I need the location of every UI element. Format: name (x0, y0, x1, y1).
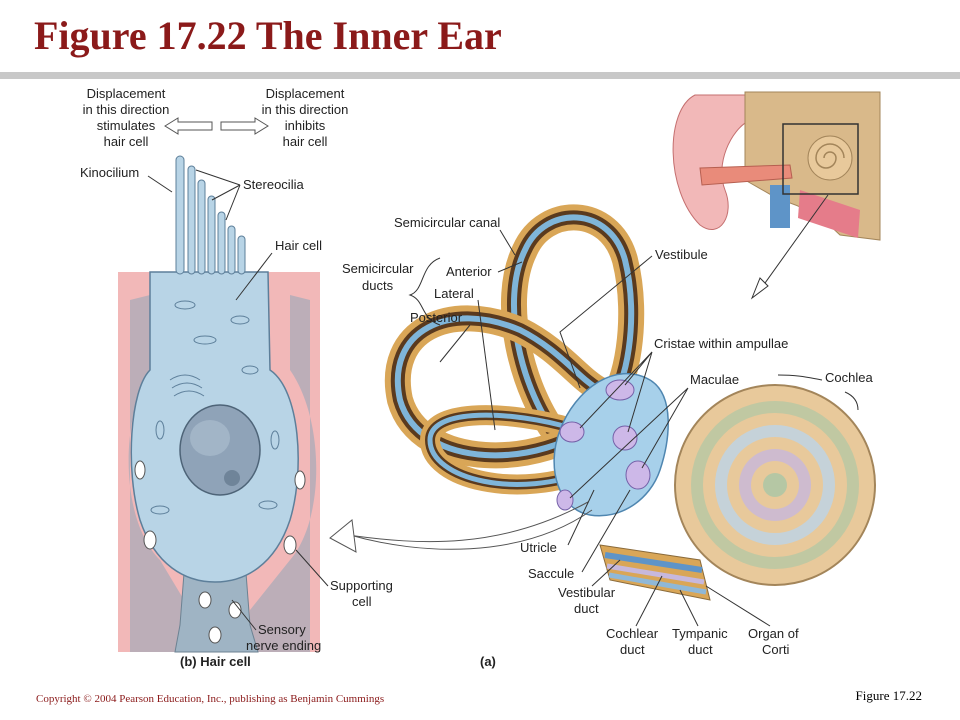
hair-cell-callout-arrowhead (329, 519, 357, 553)
cochlea-brace (777, 374, 859, 411)
hair-cell-caption: (b) Hair cell (180, 654, 251, 669)
maculae-leader (569, 387, 689, 499)
nucleus-highlight (190, 420, 230, 456)
supporting-cell-label-line1: Supporting (330, 578, 393, 593)
posterior-leader (439, 324, 471, 363)
vestibule-label: Vestibule (655, 247, 708, 262)
cochlear-duct-leader (635, 575, 663, 627)
saccule-leader (581, 489, 631, 573)
hair-cell-leader (235, 252, 273, 301)
macula-utricle (556, 489, 574, 511)
semicircular-ducts-brace (408, 257, 441, 326)
tympanic-duct-label-line2: duct (688, 642, 713, 657)
sensory-nerve-label-line1: Sensory (258, 622, 306, 637)
organ-corti-label-line2: Corti (762, 642, 790, 657)
cochlear-duct-label-line1: Cochlear (606, 626, 659, 641)
supporting-cell-mitochondria (134, 460, 306, 644)
copyright-notice: Copyright © 2004 Pearson Education, Inc.… (36, 693, 385, 705)
inhibit-direction-arrow (220, 117, 269, 135)
cristae-label: Cristae within ampullae (654, 336, 788, 351)
hair-cell-organelles (150, 300, 280, 515)
stimulates-label-line4: hair cell (104, 134, 149, 149)
kinocilium (175, 155, 185, 275)
lateral-label: Lateral (434, 286, 474, 301)
sensory-nerve-label-line2: nerve ending (246, 638, 321, 653)
inset-highlight-box (782, 123, 859, 195)
inset-cochlea (807, 135, 853, 181)
inhibits-label-line3: inhibits (285, 118, 326, 133)
organ-corti-leader (705, 585, 771, 627)
supporting-cell-region (128, 295, 317, 652)
tympanic-duct-leader (679, 589, 699, 627)
kinocilium-label: Kinocilium (80, 165, 139, 180)
tympanic-duct-label-line1: Tympanic (672, 626, 728, 641)
vestibule-leader (559, 255, 653, 389)
hair-cell-callout-curve-inner (347, 501, 589, 543)
organ-corti-label-line1: Organ of (748, 626, 799, 641)
semicircular-canals (385, 204, 645, 495)
semicircular-canal-leader (499, 229, 516, 256)
cochlea-label: Cochlea (825, 370, 873, 385)
semicircular-canal-label: Semicircular canal (394, 215, 500, 230)
hair-cell-callout-curve (349, 509, 593, 550)
stereocilia-label: Stereocilia (243, 177, 304, 192)
inner-ear-caption: (a) (480, 654, 496, 669)
cochlear-duct-channel (606, 563, 705, 585)
inset-pointer-arrowhead (750, 277, 769, 300)
lateral-leader (477, 299, 496, 431)
slide-title: Figure 17.22 The Inner Ear (34, 13, 502, 58)
utricle-leader (567, 489, 595, 546)
cristae-leader (579, 351, 653, 433)
hair-cell-illustration (118, 117, 320, 653)
ear-inset (672, 91, 881, 300)
cochlear-duct-label-line2: duct (620, 642, 645, 657)
vestibular-duct-label-line1: Vestibular (558, 585, 616, 600)
inhibits-label-line1: Displacement (266, 86, 345, 101)
stimulates-label-line1: Displacement (87, 86, 166, 101)
nucleolus (224, 470, 240, 486)
ampulla-2 (612, 425, 638, 451)
kinocilium-leader (147, 175, 173, 193)
figure-reference: Figure 17.22 (855, 688, 922, 703)
vestibular-duct-channel (604, 552, 703, 573)
macula-saccule (625, 460, 651, 490)
ear-canal (699, 164, 793, 186)
inhibits-label-line4: hair cell (283, 134, 328, 149)
tympanic-duct-channel (608, 572, 707, 595)
inset-pointer-line (759, 194, 829, 291)
anterior-leader (497, 261, 523, 273)
title-divider (0, 72, 960, 79)
cochlea (599, 384, 876, 601)
sensory-nerve-leader (231, 599, 257, 631)
saccule-label: Saccule (528, 566, 574, 581)
ampulla-1 (605, 379, 635, 401)
inset-cochlea-spiral (815, 143, 845, 169)
auditory-tube (770, 185, 790, 228)
outer-ear (672, 94, 792, 231)
ampulla-3 (559, 421, 585, 443)
anterior-label: Anterior (446, 264, 492, 279)
semicircular-ducts-label-line1: Semicircular (342, 261, 414, 276)
stimulates-label-line3: stimulates (97, 118, 156, 133)
maculae-label: Maculae (690, 372, 739, 387)
supporting-cell-leader (295, 549, 329, 587)
inhibits-label-line2: in this direction (262, 102, 349, 117)
stimulates-label-line2: in this direction (83, 102, 170, 117)
stimulate-direction-arrow (164, 117, 213, 135)
utricle-label: Utricle (520, 540, 557, 555)
stereocilia-leader (195, 169, 241, 221)
hair-cell-label: Hair cell (275, 238, 322, 253)
posterior-label: Posterior (410, 310, 463, 325)
supporting-cell-label-line2: cell (352, 594, 372, 609)
semicircular-ducts-label-line2: ducts (362, 278, 394, 293)
stereocilia (187, 165, 246, 275)
vestibule (553, 373, 669, 517)
vestibular-duct-label-line2: duct (574, 601, 599, 616)
inset-vessel (798, 190, 860, 238)
vestibular-duct-leader (591, 559, 621, 587)
cochlea-apex (763, 473, 787, 497)
